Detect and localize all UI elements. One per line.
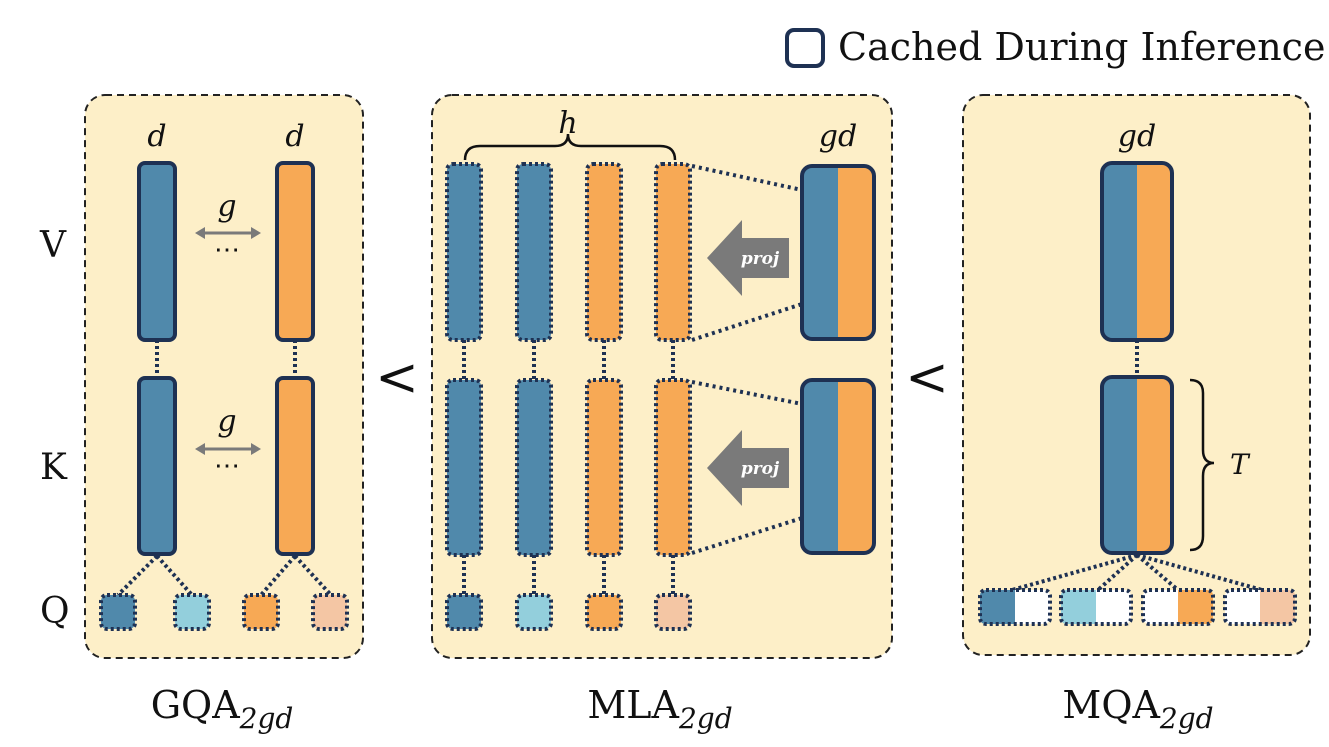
gqa-group-label-k: g: [217, 404, 236, 439]
mqa-shared-value: [1100, 161, 1174, 342]
mla-query-3: [585, 593, 623, 631]
gqa-panel-bg: [84, 94, 364, 659]
mqa-query-2: [1059, 588, 1133, 626]
mqa-query-3: [1141, 588, 1215, 626]
mla-proj-label-k: proj: [741, 459, 780, 479]
less-than-mla-mqa: <: [905, 348, 949, 408]
mla-value-head-3: [585, 162, 623, 342]
gqa-panel: d d g ⋯ g ⋯: [84, 94, 364, 735]
gqa-key-head-orange: [275, 376, 315, 556]
mqa-seq-brace: [1189, 378, 1215, 552]
gqa-ellipsis-v: ⋯: [214, 235, 240, 265]
mqa-caption: MQA2gd: [1062, 683, 1213, 735]
mla-key-head-1: [445, 378, 483, 557]
mla-proj-arrow-k: proj: [707, 430, 789, 506]
gqa-group-arrow-k: [195, 443, 261, 455]
mla-value-head-4: [654, 162, 692, 342]
mla-projection-lines: [691, 164, 803, 555]
gqa-ellipsis-k: ⋯: [214, 451, 240, 481]
mla-vk-connectors: [462, 340, 675, 595]
mla-latent-value: [800, 164, 876, 341]
mqa-seq-label: T: [1230, 448, 1251, 481]
mqa-panel: gd T: [962, 94, 1311, 735]
gqa-query-4: [311, 593, 349, 631]
mqa-query-1: [978, 588, 1052, 626]
mla-heads-label: h: [558, 106, 577, 141]
gqa-kq-connectors: [116, 554, 333, 597]
row-label-v: V: [39, 225, 67, 266]
mla-latent-dim-label: gd: [819, 119, 857, 154]
gqa-query-1: [99, 593, 137, 631]
row-label-k: K: [40, 447, 68, 488]
gqa-dim-label-right: d: [285, 119, 304, 154]
legend-swatch: [785, 28, 825, 68]
mla-value-head-2: [515, 162, 553, 342]
gqa-key-head-blue: [137, 376, 177, 556]
mla-proj-label-v: proj: [741, 249, 780, 269]
mqa-query-4: [1223, 588, 1297, 626]
gqa-group-label-v: g: [217, 189, 236, 224]
less-than-gqa-mla: <: [375, 348, 419, 408]
mqa-dim-label: gd: [1118, 119, 1156, 154]
mla-caption: MLA2gd: [587, 683, 732, 735]
mla-heads-brace: [463, 133, 677, 161]
gqa-value-head-orange: [275, 161, 315, 342]
gqa-query-2: [173, 593, 211, 631]
row-label-q: Q: [40, 591, 70, 632]
legend: Cached During Inference: [785, 25, 1325, 69]
gqa-value-head-blue: [137, 161, 177, 342]
mla-key-head-3: [585, 378, 623, 557]
mqa-kq-connectors: [1011, 553, 1263, 592]
mla-key-head-2: [515, 378, 553, 557]
gqa-query-3: [242, 593, 280, 631]
mla-query-4: [654, 593, 692, 631]
mla-key-head-4: [654, 378, 692, 557]
mla-latent-key: [800, 378, 876, 555]
mla-proj-arrow-v: proj: [707, 220, 789, 296]
mla-query-1: [445, 593, 483, 631]
gqa-group-arrow-v: [195, 227, 261, 239]
mla-panel: h gd: [431, 94, 893, 735]
mla-query-2: [515, 593, 553, 631]
gqa-caption: GQA2gd: [151, 683, 294, 735]
gqa-dim-label-left: d: [147, 119, 166, 154]
mqa-shared-key: [1100, 375, 1174, 555]
legend-label: Cached During Inference: [838, 25, 1325, 69]
mla-value-head-1: [445, 162, 483, 342]
